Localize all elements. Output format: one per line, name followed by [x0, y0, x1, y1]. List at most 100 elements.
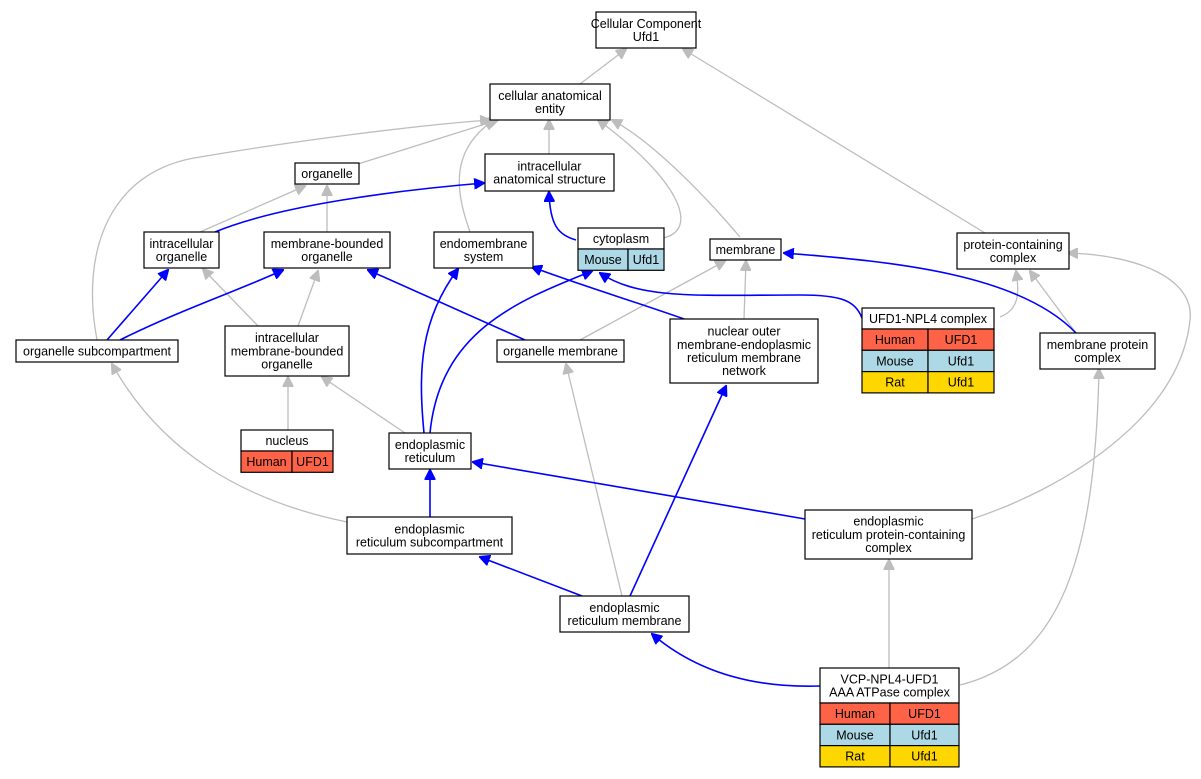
node-label: cytoplasm: [593, 232, 649, 246]
edge-orgmem-to-membrane: [579, 261, 725, 341]
node-box: [143, 231, 220, 269]
species-label: Human: [246, 455, 286, 469]
gene-label: UFD1: [296, 455, 329, 469]
node-box: [388, 432, 472, 470]
node-label: organelle subcompartment: [23, 344, 172, 358]
node-label: membrane-bounded: [271, 237, 384, 251]
gene-label: Ufd1: [948, 376, 974, 390]
node-box: [496, 339, 625, 363]
edge-organelle-subcomp-to-mbo: [119, 270, 283, 341]
node-label: membrane: [716, 243, 776, 257]
species-row-human: Human UFD1: [240, 450, 334, 473]
edge-organelle-subcomp-to-cae: [91, 120, 490, 341]
gene-cell: [627, 248, 665, 271]
node-box: [433, 231, 534, 269]
species-row-rat: Rat Ufd1: [861, 371, 995, 394]
node-label: organelle: [156, 250, 207, 264]
node-label: complex: [865, 541, 912, 555]
edge-vcp-to-ermem: [652, 634, 821, 687]
gene-label: Ufd1: [633, 253, 659, 267]
edge-organelle-to-cae: [357, 120, 498, 165]
node-label: reticulum membrane: [687, 351, 801, 365]
edge-cytoplasm-to-ias: [549, 192, 577, 241]
node-label: network: [722, 364, 767, 378]
edge-endomembrane-to-cae: [458, 120, 494, 233]
node-box: [559, 595, 690, 633]
edge-nuclear-outer-to-endomembrane: [532, 267, 688, 321]
node-organelle-subcompartment[interactable]: organelle subcompartment: [15, 339, 179, 363]
gene-cell: [291, 450, 334, 473]
node-label: nucleus: [265, 434, 308, 448]
edge-er-to-endomembrane: [420, 269, 458, 434]
edge-nuclear-outer-to-membrane: [744, 261, 746, 320]
node-box: [15, 339, 179, 363]
node-label: complex: [990, 251, 1037, 265]
edge-erpcc-to-pcc: [971, 253, 1191, 520]
node-label: VCP-NPL4-UFD1: [841, 672, 939, 686]
node-label: entity: [535, 102, 566, 116]
gene-label: Ufd1: [911, 728, 937, 742]
species-label: Human: [835, 707, 875, 721]
edge-ermem-to-er-subcomp: [480, 557, 583, 597]
edge-pcc-to-root: [683, 49, 986, 234]
edge-er-to-cytoplasm: [429, 271, 592, 434]
species-row-mouse: Mouse Ufd1: [577, 248, 665, 271]
species-label: Rat: [885, 376, 905, 390]
node-organelle-membrane[interactable]: organelle membrane: [496, 339, 625, 363]
node-label: intracellular: [518, 159, 582, 173]
node-label: protein-containing: [963, 238, 1062, 252]
gene-label: UFD1: [945, 333, 978, 347]
node-box: [346, 516, 513, 555]
node-label: endoplasmic: [589, 601, 659, 615]
node-membrane[interactable]: membrane: [709, 238, 782, 261]
node-label: organelle: [301, 250, 352, 264]
node-box: [224, 325, 350, 377]
node-label: nuclear outer: [708, 325, 781, 339]
node-label: Cellular Component: [591, 17, 702, 31]
species-label: Mouse: [836, 728, 874, 742]
gene-label: Ufd1: [911, 750, 937, 764]
edge-intra-organelle-to-ias: [214, 183, 484, 233]
node-label: membrane-bounded: [231, 344, 344, 358]
node-box: [956, 232, 1070, 270]
node-box: [489, 83, 611, 121]
edge-er-to-imbo: [322, 377, 406, 434]
node-label: endomembrane: [440, 237, 528, 251]
node-box: [709, 238, 782, 261]
edge-ermem-to-nuclear-outer: [629, 386, 726, 597]
edge-imbo-to-intra-organelle: [203, 269, 259, 327]
node-label: reticulum membrane: [568, 614, 682, 628]
gene-cell: [889, 744, 960, 768]
edge-imbo-to-mbo: [297, 271, 318, 327]
edge-ufd1npl4-to-cytoplasm: [600, 273, 863, 319]
edge-er-subcomp-to-organelle-subcomp: [112, 364, 348, 523]
edge-membrane-to-cae: [612, 120, 741, 238]
node-box: [819, 667, 960, 704]
node-organelle[interactable]: organelle: [294, 162, 360, 185]
species-label: Mouse: [584, 253, 622, 267]
node-nuclear-outer[interactable]: nuclear outermembrane-endoplasmicreticul…: [669, 318, 819, 384]
species-label: Mouse: [876, 354, 914, 368]
